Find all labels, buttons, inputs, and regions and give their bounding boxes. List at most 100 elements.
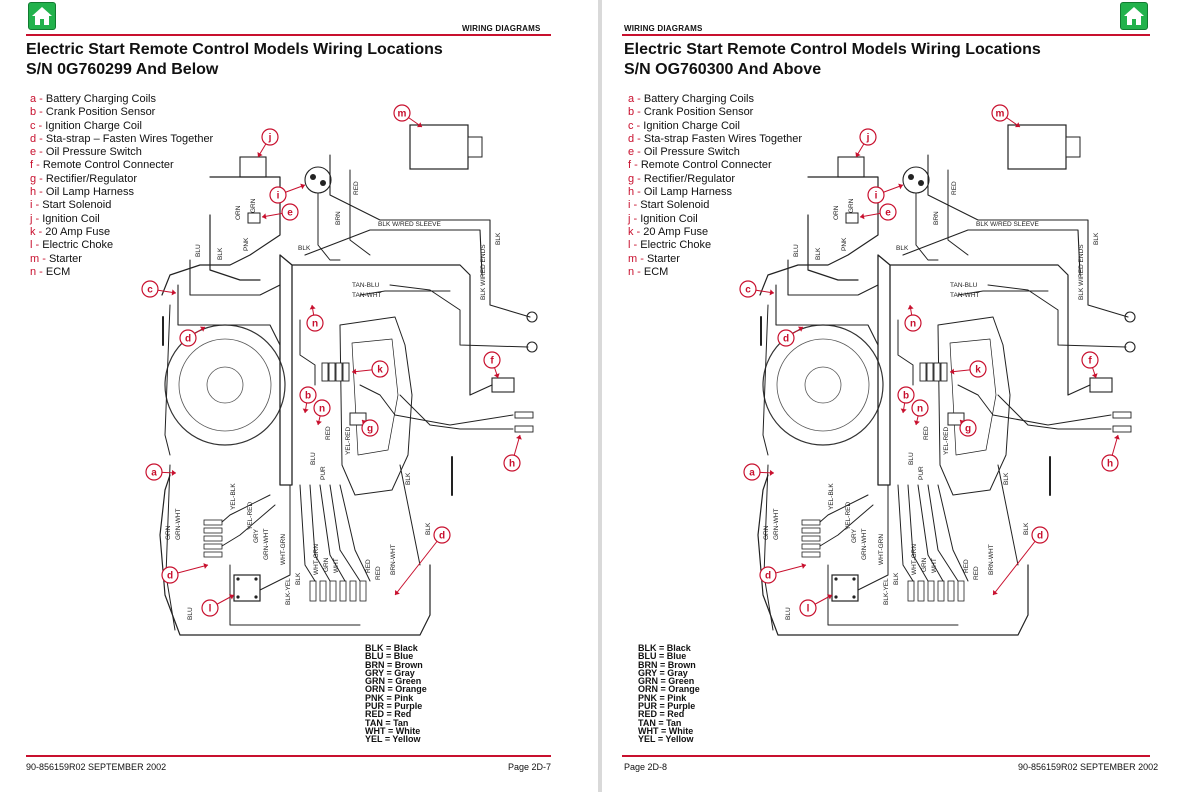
wire-route xyxy=(299,484,316,582)
wire-route xyxy=(165,464,176,631)
wire-label-brn-wht: BRN-WHT xyxy=(988,544,995,575)
remote-control-connector xyxy=(491,377,515,393)
color-code-item: ORN = Orange xyxy=(638,684,700,695)
wire-route xyxy=(259,484,291,591)
callout-arrow-k xyxy=(950,368,955,375)
callout-circle-j xyxy=(859,128,877,146)
bullet-connector xyxy=(917,580,925,602)
wire-label-blk: BLK xyxy=(1003,472,1010,485)
color-code-item: PNK = Pink xyxy=(365,692,414,703)
wire-label-yel-red: YEL-RED xyxy=(845,502,852,530)
bullet-connector xyxy=(927,580,935,602)
wire-route xyxy=(319,484,346,582)
wire-label-blk-yel: BLK-YEL xyxy=(285,578,292,605)
wire-label-grn: GRN xyxy=(250,198,257,213)
legend-key: l xyxy=(30,239,33,252)
callout-arrow-f xyxy=(493,373,500,378)
wire-label-blk: BLK xyxy=(1023,522,1030,535)
callout-circle-d xyxy=(161,566,179,584)
wire-label-blk: BLK xyxy=(295,572,302,585)
footer-rule xyxy=(26,755,551,757)
callout-circle-k xyxy=(371,360,389,378)
legend-label: Ignition Charge Coil xyxy=(643,119,740,132)
legend-label: Oil Lamp Harness xyxy=(643,186,732,199)
wire-route xyxy=(389,284,529,348)
callout-letter-g: g xyxy=(367,424,373,435)
legend-item-n: n - ECM xyxy=(30,266,213,279)
wire-label-brn: BRN xyxy=(335,211,342,225)
choke-screw xyxy=(852,577,856,581)
legend-item-n: n - ECM xyxy=(628,266,802,279)
wire-label-tan-blu: TAN-BLU xyxy=(352,282,380,289)
wire-route xyxy=(927,154,1129,318)
legend-separator: - xyxy=(633,225,644,238)
legend-label: Sta-strap Fasten Wires Together xyxy=(643,132,803,145)
legend-label: 20 Amp Fuse xyxy=(643,225,709,238)
legend-label: ECM xyxy=(643,265,669,278)
callout-circle-d xyxy=(433,526,451,544)
wire-route xyxy=(359,290,451,296)
legend-key: d xyxy=(30,132,37,145)
callout-arrow-i xyxy=(300,183,305,190)
wire-label-blk: BLK xyxy=(217,247,224,260)
engine-block-detail xyxy=(351,338,399,456)
wire-label-grn-wht: GRN-WHT xyxy=(263,529,270,560)
wire-route xyxy=(399,394,514,430)
wire-label-blu: BLU xyxy=(187,607,194,620)
callout-circle-j xyxy=(261,128,279,146)
wire-label-blk-wired-ends: BLK WIRED ENDS xyxy=(480,244,487,300)
main-harness xyxy=(279,254,293,486)
oil-lamp-connector xyxy=(514,425,534,433)
solenoid-terminal xyxy=(320,180,326,186)
callout-circle-h xyxy=(503,454,521,472)
callout-arrow-n xyxy=(907,305,914,310)
callout-letter-d: d xyxy=(439,531,445,542)
color-code-item: GRN = Green xyxy=(638,676,695,687)
legend-key: f xyxy=(30,159,34,172)
legend-item-e: e - Oil Pressure Switch xyxy=(30,146,213,159)
color-code-item: BRN = Brown xyxy=(365,659,423,670)
wire-label-blu: BLU xyxy=(908,452,915,465)
home-button[interactable] xyxy=(28,2,56,30)
legend-item-i: i - Start Solenoid xyxy=(30,199,213,212)
choke-screw xyxy=(236,595,240,599)
page-title: Electric Start Remote Control Models Wir… xyxy=(26,40,443,80)
wire-label-red: RED xyxy=(375,566,382,580)
callout-letter-l: l xyxy=(209,604,212,615)
legend-key: c xyxy=(628,119,634,132)
callout-arrow-n xyxy=(315,420,322,425)
legend-separator: - xyxy=(631,159,641,172)
choke-screw xyxy=(834,595,838,599)
bullet-connector xyxy=(339,580,347,602)
title-line-2: S/N OG760300 And Above xyxy=(624,61,822,78)
remote-control-connector xyxy=(1089,377,1113,393)
legend-label: Rectifier/Regulator xyxy=(45,172,137,185)
page-title: Electric Start Remote Control Models Wir… xyxy=(624,40,1041,80)
callout-circle-l xyxy=(799,599,817,617)
starter-end-cap xyxy=(467,136,483,158)
callout-arrow-a xyxy=(769,469,774,476)
home-button[interactable] xyxy=(1120,2,1148,30)
legend-separator: - xyxy=(36,132,46,145)
callout-circle-b xyxy=(299,386,317,404)
callout-letter-c: c xyxy=(147,285,153,296)
color-code-item: PNK = Pink xyxy=(638,692,687,703)
wire-label-grn: GRN xyxy=(921,557,928,572)
legend-separator: - xyxy=(630,239,641,252)
legend-separator: - xyxy=(634,265,644,278)
legend-item-j: j - Ignition Coil xyxy=(30,213,213,226)
legend-separator: - xyxy=(36,186,46,199)
callout-circle-g xyxy=(361,419,379,437)
color-code-item: PUR = Purple xyxy=(365,701,423,712)
legend-key: m xyxy=(628,252,638,265)
callout-letter-i: i xyxy=(277,191,280,202)
legend-key: n xyxy=(30,265,37,278)
wire-label-wht-grn: WHT-GRN xyxy=(911,544,918,575)
legend-label: Battery Charging Coils xyxy=(45,93,156,105)
legend-label: Starter xyxy=(646,252,680,265)
wire-route xyxy=(819,494,869,523)
callout-circle-e xyxy=(879,203,897,221)
